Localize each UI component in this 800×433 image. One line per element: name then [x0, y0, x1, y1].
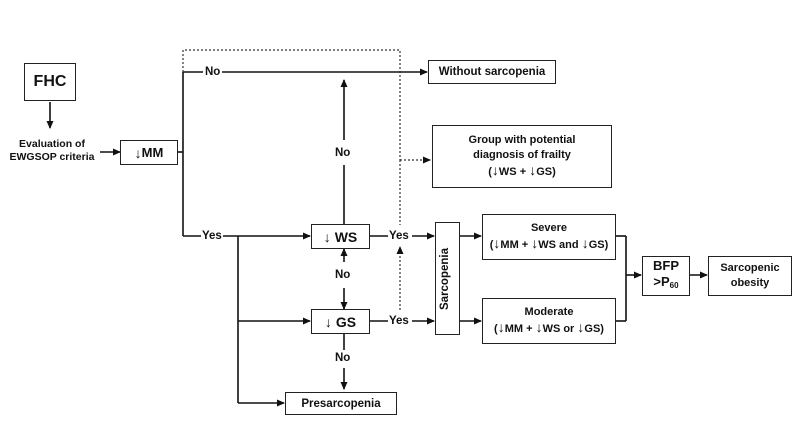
- yes-gs-label: Yes: [389, 315, 409, 327]
- sarcopenia-label: Sarcopenia: [439, 248, 451, 310]
- no-ws-up-label: No: [335, 147, 351, 159]
- decrease-arrow-icon: ↓: [531, 235, 539, 251]
- decrease-arrow-icon: ↓: [323, 228, 331, 245]
- no-ws-gs-label: No: [335, 269, 351, 281]
- decrease-arrow-icon: ↓: [324, 313, 332, 330]
- bfp-box: BFP >P60: [642, 256, 690, 296]
- evaluation-line2: EWGSOP criteria: [9, 151, 95, 163]
- no-top-label: No: [205, 66, 221, 78]
- decrease-arrow-icon: ↓: [497, 319, 505, 335]
- without-sarcopenia-label: Without sarcopenia: [438, 66, 546, 78]
- decrease-arrow-icon: ↓: [581, 235, 589, 251]
- ws-box: ↓ WS: [311, 224, 370, 249]
- sarcopenic-obesity-line2: obesity: [730, 277, 770, 289]
- yes-ws-label: Yes: [389, 230, 409, 242]
- moderate-box: Moderate (↓MM + ↓WS or ↓GS): [482, 298, 616, 344]
- presarcopenia-box: Presarcopenia: [285, 392, 397, 415]
- gs-label: GS: [335, 313, 357, 330]
- decrease-arrow-icon: ↓: [493, 235, 501, 251]
- severe-box: Severe (↓MM + ↓WS and ↓GS): [482, 214, 616, 260]
- sarcopenia-box: [435, 222, 460, 335]
- decrease-arrow-icon: ↓: [577, 319, 585, 335]
- moderate-title: Moderate: [524, 306, 574, 318]
- fhc-box: FHC: [24, 63, 76, 101]
- frailty-line1: Group with potential: [468, 134, 576, 146]
- severe-detail: (↓MM + ↓WS and ↓GS): [489, 235, 609, 252]
- yes-left-label: Yes: [202, 230, 222, 242]
- p60-label: >P60: [653, 274, 679, 290]
- frailty-line2: diagnosis of frailty: [473, 149, 571, 161]
- ws-label: WS: [334, 228, 358, 245]
- evaluation-label: Evaluation of EWGSOP criteria: [4, 138, 100, 164]
- sarcopenic-obesity-line1: Sarcopenic: [720, 262, 780, 274]
- mm-label: MM: [141, 144, 164, 160]
- decrease-arrow-icon: ↓: [529, 162, 537, 178]
- fhc-label: FHC: [33, 73, 67, 90]
- bfp-label: BFP: [653, 258, 679, 273]
- mm-box: ↓ MM: [120, 140, 178, 165]
- frailty-group-box: Group with potential diagnosis of frailt…: [432, 125, 612, 188]
- severe-title: Severe: [530, 222, 568, 234]
- presarcopenia-label: Presarcopenia: [301, 397, 381, 410]
- without-sarcopenia-box: Without sarcopenia: [428, 60, 556, 84]
- evaluation-line1: Evaluation of: [19, 138, 85, 150]
- gs-box: ↓ GS: [311, 309, 370, 334]
- decrease-arrow-icon: ↓: [134, 144, 142, 161]
- no-gs-down-label: No: [335, 352, 351, 364]
- sarcopenic-obesity-box: Sarcopenic obesity: [708, 256, 792, 296]
- moderate-detail: (↓MM + ↓WS or ↓GS): [494, 319, 604, 336]
- frailty-line3: (↓WS + ↓GS): [488, 162, 556, 179]
- decrease-arrow-icon: ↓: [535, 319, 543, 335]
- decrease-arrow-icon: ↓: [491, 162, 499, 178]
